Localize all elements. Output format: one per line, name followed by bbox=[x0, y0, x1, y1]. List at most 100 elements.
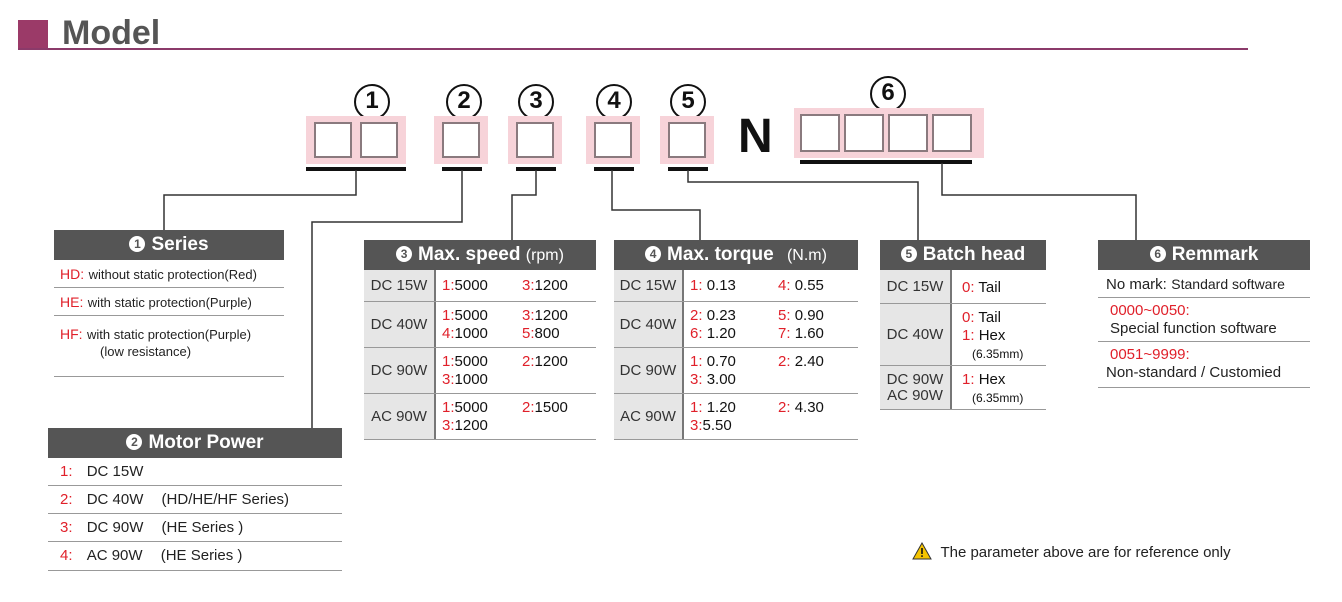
remark-range: 0051~9999: bbox=[1110, 346, 1190, 363]
remark-range: 0000~0050: bbox=[1110, 302, 1190, 319]
motor-power-num: 2 bbox=[126, 434, 143, 450]
max-speed-label: DC 15W bbox=[364, 270, 436, 301]
series-header: 1 Series bbox=[54, 230, 284, 260]
value: Tail bbox=[978, 279, 1001, 296]
batch-head-row: DC 40W 0: Tail 1: Hex (6.35mm) bbox=[880, 304, 1046, 366]
code: 2: bbox=[778, 399, 791, 416]
motor-power-row: 4: AC 90W (HE Series ) bbox=[48, 542, 342, 571]
motor-power-value: DC 40W bbox=[86, 491, 144, 508]
max-torque-row: AC 90W 1: 1.20 2: 4.30 3:5.50 bbox=[614, 394, 858, 440]
code-cell bbox=[844, 114, 884, 152]
code-cell bbox=[668, 122, 706, 158]
code: 0: bbox=[962, 279, 975, 296]
value: 0.23 bbox=[706, 307, 736, 324]
code-underline bbox=[306, 167, 406, 171]
batch-head-label: DC 90W AC 90W bbox=[880, 366, 952, 409]
value: 0.13 bbox=[706, 277, 736, 294]
batch-head-num: 5 bbox=[900, 246, 917, 262]
code: 2: bbox=[778, 353, 791, 370]
value: 5000 bbox=[454, 399, 488, 416]
code-underline bbox=[594, 167, 634, 171]
code-underline bbox=[442, 167, 482, 171]
series-code: HD: bbox=[60, 266, 85, 282]
code: 3: bbox=[690, 371, 703, 388]
code-box-remark bbox=[794, 108, 984, 158]
value: 800 bbox=[534, 325, 560, 342]
code: 3: bbox=[522, 277, 535, 294]
value: 5.50 bbox=[702, 417, 732, 434]
max-speed-row: AC 90W 1:5000 2:1500 3:1200 bbox=[364, 394, 596, 440]
motor-power-value: DC 15W bbox=[86, 463, 144, 480]
footnote-text: The parameter above are for reference on… bbox=[940, 544, 1231, 561]
motor-power-note: (HD/HE/HF Series) bbox=[161, 491, 290, 508]
series-code: HF: bbox=[60, 326, 83, 342]
series-title: Series bbox=[151, 234, 209, 255]
code: 1: bbox=[690, 353, 703, 370]
code-number-2: 2 bbox=[446, 84, 482, 120]
code-box-max-speed bbox=[508, 116, 562, 164]
code: 2: bbox=[690, 307, 703, 324]
value: 1.60 bbox=[794, 325, 824, 342]
value: 5000 bbox=[454, 353, 488, 370]
remark-value: Standard software bbox=[1171, 276, 1285, 292]
value: 2.40 bbox=[794, 353, 824, 370]
value: 0.55 bbox=[794, 277, 824, 294]
value: 1000 bbox=[454, 371, 488, 388]
code: 1: bbox=[690, 277, 703, 294]
max-torque-unit: (N.m) bbox=[786, 247, 827, 264]
max-torque-label: DC 40W bbox=[614, 302, 684, 347]
max-speed-num: 3 bbox=[396, 246, 413, 262]
value: 1200 bbox=[534, 277, 568, 294]
max-torque-label: AC 90W bbox=[614, 394, 684, 439]
motor-power-code: 1: bbox=[60, 463, 73, 480]
code: 4: bbox=[442, 325, 455, 342]
code-box-max-torque bbox=[586, 116, 640, 164]
series-panel: 1 Series HD: without static protection(Re… bbox=[54, 230, 284, 377]
code: 1: bbox=[442, 307, 455, 324]
series-desc: with static protection(Purple) bbox=[87, 327, 252, 342]
series-desc: with static protection(Purple) bbox=[87, 295, 252, 310]
max-torque-row: DC 40W 2: 0.23 5: 0.90 6: 1.20 7: 1.60 bbox=[614, 302, 858, 348]
motor-power-row: 3: DC 90W (HE Series ) bbox=[48, 514, 342, 542]
max-torque-row: DC 90W 1: 0.70 2: 2.40 3: 3.00 bbox=[614, 348, 858, 394]
note: (6.35mm) bbox=[972, 391, 1024, 405]
code-cell bbox=[888, 114, 928, 152]
code: 1: bbox=[962, 371, 975, 388]
series-row: HD: without static protection(Red) bbox=[54, 260, 284, 288]
max-speed-row: DC 15W 1:5000 3:1200 bbox=[364, 270, 596, 302]
max-torque-row: DC 15W 1: 0.13 4: 0.55 bbox=[614, 270, 858, 302]
value: 1200 bbox=[534, 307, 568, 324]
label-line: AC 90W bbox=[887, 387, 943, 404]
code-number-4: 4 bbox=[596, 84, 632, 120]
max-torque-label: DC 15W bbox=[614, 270, 684, 301]
series-row: HF: with static protection(Purple) (low … bbox=[60, 326, 284, 360]
max-speed-unit: (rpm) bbox=[525, 247, 564, 264]
remark-range-desc: Non-standard / Customied bbox=[1106, 364, 1282, 381]
code: 1: bbox=[442, 277, 455, 294]
motor-power-title: Motor Power bbox=[148, 432, 264, 453]
value: 0.70 bbox=[706, 353, 736, 370]
code-box-batch-head bbox=[660, 116, 714, 164]
motor-power-code: 2: bbox=[60, 491, 73, 508]
code-underline bbox=[668, 167, 708, 171]
max-torque-num: 4 bbox=[645, 246, 662, 262]
remark-row: 0051~9999: Non-standard / Customied bbox=[1098, 342, 1310, 388]
code: 5: bbox=[778, 307, 791, 324]
value: 0.90 bbox=[794, 307, 824, 324]
motor-power-code: 3: bbox=[60, 519, 73, 536]
code: 7: bbox=[778, 325, 791, 342]
code-box-series bbox=[306, 116, 406, 164]
code-number-5: 5 bbox=[670, 84, 706, 120]
series-num: 1 bbox=[129, 236, 146, 252]
footnote: The parameter above are for reference on… bbox=[912, 541, 1231, 562]
code: 1: bbox=[690, 399, 703, 416]
code: 1: bbox=[962, 327, 975, 344]
note: (6.35mm) bbox=[972, 347, 1024, 361]
value: 1200 bbox=[534, 353, 568, 370]
code-number-6: 6 bbox=[870, 76, 906, 112]
